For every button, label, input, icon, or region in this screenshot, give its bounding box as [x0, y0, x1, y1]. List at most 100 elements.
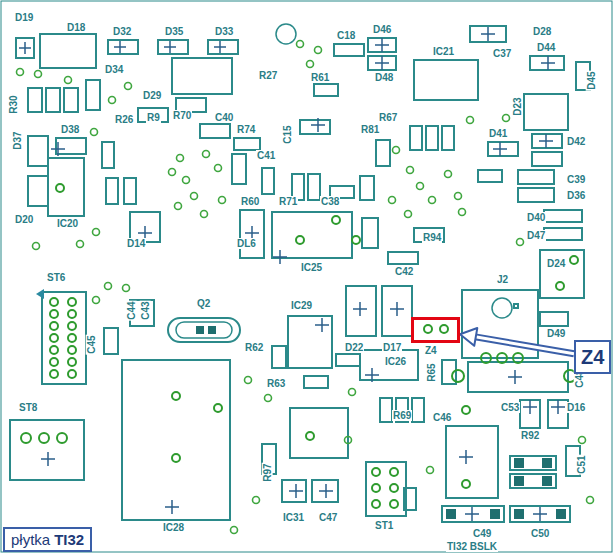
pcb-shape [105, 283, 112, 290]
component-label: C50 [530, 528, 550, 539]
plus-marks [19, 27, 565, 521]
component-label: C15 [282, 124, 293, 144]
pcb-shape [68, 322, 76, 330]
component-label: IC28 [162, 522, 185, 533]
pcb-shape [177, 155, 184, 162]
pcb-shape [50, 310, 58, 318]
pcb-shape [276, 24, 296, 44]
pcb-shape [296, 236, 304, 244]
component-label: R94 [422, 232, 442, 243]
arrow-shaft [474, 337, 574, 354]
pcb-shape [215, 165, 222, 172]
pcb-shape [388, 252, 418, 264]
pcb-shape [65, 77, 72, 84]
component-label: C39 [566, 174, 586, 185]
component-label: D16 [566, 402, 586, 413]
pcb-shape [462, 406, 470, 414]
solid-pads [196, 326, 566, 519]
pcb-shape [405, 211, 412, 218]
pcb-shape [102, 142, 114, 168]
pcb-shape [104, 328, 118, 354]
pcb-shape [390, 484, 398, 492]
pcb-shape [169, 169, 176, 176]
component-label: D37 [12, 130, 23, 150]
component-label: D36 [566, 190, 586, 201]
pcb-shape [36, 289, 44, 299]
component-label: D40 [526, 212, 546, 223]
pcb-shape [532, 152, 562, 166]
callout-arrow [460, 328, 574, 354]
component-label: Q2 [196, 298, 211, 309]
component-label: C38 [320, 196, 340, 207]
component-label: D48 [374, 72, 394, 83]
component-label: TI32 BSLK [446, 541, 498, 552]
pcb-shape [172, 454, 180, 462]
pcb-shape [514, 304, 518, 308]
pcb-shape [346, 286, 376, 336]
pcb-shape [39, 433, 49, 443]
component-label: R61 [310, 72, 330, 83]
component-label: R62 [244, 342, 264, 353]
pcb-shape [390, 500, 398, 508]
pcb-shape [514, 476, 524, 486]
pcb-shape [478, 170, 502, 182]
component-label: D47 [526, 230, 546, 241]
pcb-shape [297, 41, 304, 48]
pcb-shape [10, 420, 84, 480]
pcb-shape [492, 298, 512, 318]
pcb-shape [308, 174, 320, 200]
pcb-shape [393, 147, 400, 154]
pcb-shape [50, 298, 58, 306]
component-label: D35 [164, 26, 184, 37]
pcb-shape [208, 326, 216, 334]
pcb-shape [442, 126, 454, 150]
pcb-shape [452, 370, 464, 382]
pcb-shape [540, 250, 584, 298]
component-label: ST1 [374, 520, 394, 531]
component-label: D19 [14, 12, 34, 23]
pcb-shape [429, 197, 436, 204]
component-label: C49 [472, 528, 492, 539]
pcb-shape [314, 84, 338, 96]
component-label: D18 [66, 22, 86, 33]
component-label: R26 [114, 114, 134, 125]
pcb-shape [372, 468, 380, 476]
pcb-shape [21, 433, 31, 443]
pads [21, 184, 578, 508]
pcb-shape [50, 322, 58, 330]
pcb-shape [518, 170, 554, 184]
pcb-shape [375, 27, 555, 70]
component-label: D45 [586, 70, 597, 90]
component-label: R81 [360, 124, 380, 135]
pcb-shape [414, 60, 478, 100]
component-label: R92 [520, 430, 540, 441]
component-label: D44 [536, 42, 556, 53]
pcb-shape [390, 468, 398, 476]
component-label: IC31 [282, 512, 305, 523]
pcb-shape [124, 178, 136, 204]
pcb-shape [172, 392, 180, 400]
component-label: C51 [576, 454, 587, 474]
component-label: C37 [492, 48, 512, 59]
pcb-shape [50, 346, 58, 354]
caption-text: TI32 [54, 531, 84, 548]
component-label: ST6 [46, 272, 66, 283]
pcb-shape [300, 120, 330, 134]
pcb-shape [86, 80, 100, 110]
pcb-shape [462, 480, 470, 488]
pcb-shape [376, 140, 390, 166]
pcb-shape [68, 298, 76, 306]
pcb-shape [265, 395, 272, 402]
pcb-shape [234, 138, 260, 150]
pcb-shape [68, 370, 76, 378]
pcb-shape [349, 389, 356, 396]
pcb-shape [404, 488, 416, 510]
pcb-shape [35, 71, 42, 78]
pcb-shape [288, 316, 332, 368]
pcb-shape [175, 203, 182, 210]
pcb-shape [579, 437, 586, 444]
component-label: D14 [126, 238, 146, 249]
pcb-shape [427, 467, 434, 474]
